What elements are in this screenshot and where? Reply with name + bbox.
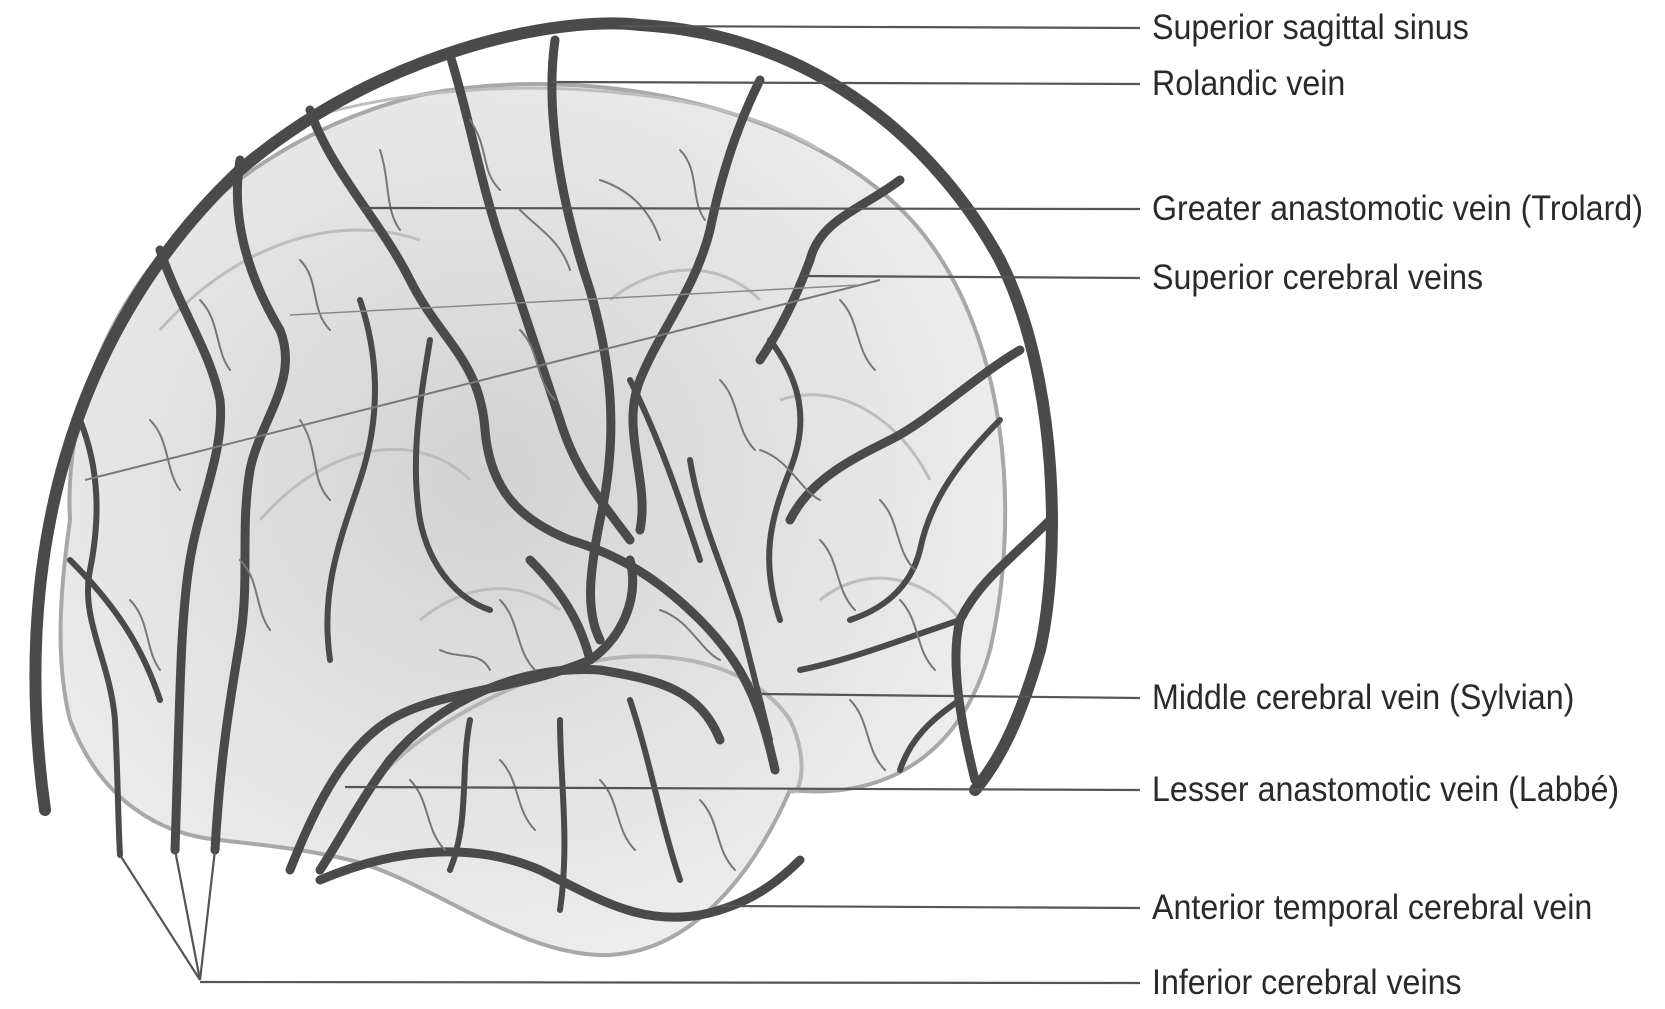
- label-superior-cerebral-veins: Superior cerebral veins: [1152, 258, 1483, 298]
- label-anterior-temporal-cerebral-vein: Anterior temporal cerebral vein: [1152, 888, 1592, 928]
- label-greater-anastomotic-vein: Greater anastomotic vein (Trolard): [1152, 189, 1643, 229]
- label-inferior-cerebral-veins: Inferior cerebral veins: [1152, 963, 1462, 1003]
- label-middle-cerebral-vein: Middle cerebral vein (Sylvian): [1152, 678, 1574, 718]
- label-superior-sagittal-sinus: Superior sagittal sinus: [1152, 8, 1469, 48]
- label-rolandic-vein: Rolandic vein: [1152, 64, 1345, 104]
- label-lesser-anastomotic-vein: Lesser anastomotic vein (Labbé): [1152, 770, 1619, 810]
